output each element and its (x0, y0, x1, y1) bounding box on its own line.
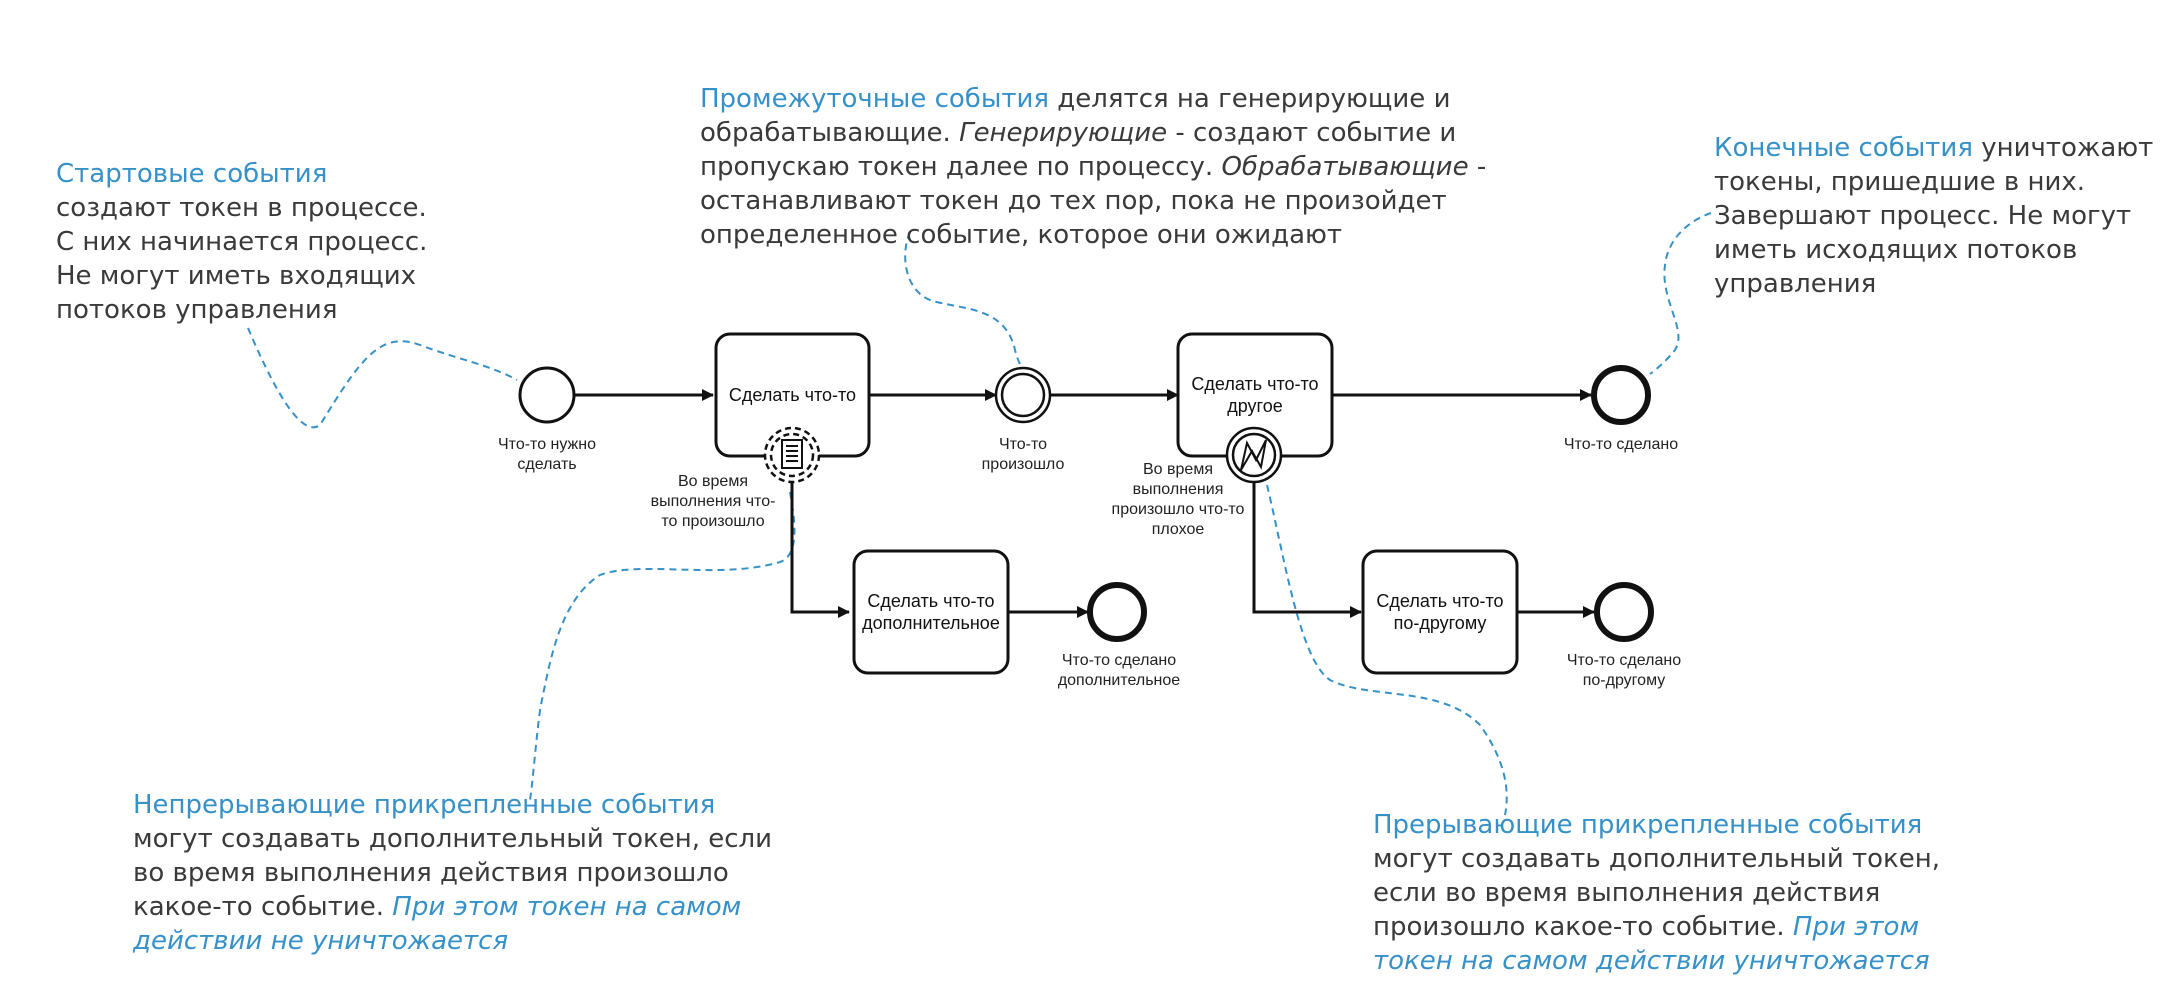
intermediate-event-label: Что-то произошло (981, 436, 1065, 473)
note-intermediate-text: определенное событие, которое они ожидаю… (700, 220, 1343, 250)
attached-event-interrupting[interactable] (1225, 426, 1283, 484)
end-event-2-label: Что-то сделано дополнительное (1057, 652, 1181, 689)
connector-end-note (1649, 212, 1712, 375)
task-1-label: Сделать что-то (728, 385, 857, 405)
note-intermediate-title: Промежуточные события (700, 84, 1050, 114)
note-noninterrupting-text: какое-то событие. (133, 892, 393, 922)
note-noninterrupting-text: во время выполнения действия произошло (133, 858, 729, 888)
note-intermediate-em: Обрабатывающие (1221, 152, 1469, 182)
note-intermediate-events: Промежуточные события делятся на генерир… (700, 82, 1520, 252)
note-intermediate-em: Генерирующие (959, 118, 1168, 148)
note-interrupting-events: Прерывающие прикрепленные события могут … (1373, 808, 2073, 978)
note-interrupting-em: При этом (1792, 912, 1920, 942)
note-interrupting-em: токен на самом действии уничтожается (1373, 946, 1930, 976)
task-4-label: Сделать что-то по-другому (1376, 591, 1504, 633)
note-end-text: управления (1714, 269, 1877, 299)
note-start-title: Стартовые события (56, 159, 328, 189)
note-noninterrupting-text: могут создавать дополнительный токен, ес… (133, 824, 773, 854)
note-start-line: создают токен в процессе. (56, 193, 427, 223)
start-event-label: Что-то нужно сделать (498, 436, 596, 473)
note-end-text: Завершают процесс. Не могут (1714, 201, 2132, 231)
intermediate-event[interactable] (994, 366, 1052, 424)
note-start-events: Стартовые события создают токен в процес… (56, 157, 476, 327)
error-icon (1240, 439, 1267, 471)
note-intermediate-text: - (1468, 152, 1487, 182)
document-icon (781, 439, 803, 469)
note-start-line: Не могут иметь входящих (56, 261, 417, 291)
note-intermediate-text: делятся на генерирующие и (1049, 84, 1451, 114)
note-end-events: Конечные события уничтожают токены, приш… (1714, 131, 2164, 301)
note-noninterrupting-em: действии не уничтожается (133, 926, 509, 956)
attached-event-2-label: Во время выполнения произошло что-то пло… (1111, 461, 1245, 538)
task-4[interactable] (1361, 549, 1519, 675)
end-event-3[interactable] (1594, 582, 1654, 642)
connector-noninterrupting-note (529, 491, 796, 801)
note-intermediate-text: - создают событие и (1167, 118, 1457, 148)
note-noninterrupting-events: Непрерывающие прикрепленные события могу… (133, 788, 833, 958)
flow-attached2-to-task4 (1252, 482, 1362, 618)
task-2-label: Сделать что-то другое (1191, 374, 1319, 416)
task-3[interactable] (852, 549, 1010, 675)
note-start-line: потоков управления (56, 295, 338, 325)
note-end-text: уничтожают (1972, 133, 2154, 163)
note-intermediate-text: останавливают токен до тех пор, пока не … (700, 186, 1447, 216)
note-noninterrupting-em: При этом токен на самом (392, 892, 742, 922)
end-event-3-label: Что-то сделано по-другому (1566, 652, 1682, 689)
connector-interrupting-note (1266, 484, 1508, 816)
connector-start-note (247, 327, 518, 429)
note-interrupting-text: могут создавать дополнительный токен, (1373, 844, 1940, 874)
attached-event-noninterrupting[interactable] (763, 426, 821, 484)
end-event-1[interactable] (1591, 365, 1651, 425)
note-end-text: иметь исходящих потоков (1714, 235, 2078, 265)
note-intermediate-text: обрабатывающие. (700, 118, 960, 148)
note-start-line: С них начинается процесс. (56, 227, 428, 257)
connector-intermediate-note (904, 231, 1025, 373)
end-event-1-label: Что-то сделано (1563, 436, 1679, 453)
task-3-label: Сделать что-то дополнительное (862, 591, 1000, 633)
note-end-title: Конечные события (1714, 133, 1973, 163)
note-end-text: токены, пришедшие в них. (1714, 167, 2086, 197)
start-event[interactable] (518, 366, 576, 424)
attached-event-1-label: Во время выполнения что-то произошло (650, 473, 776, 530)
end-event-2[interactable] (1087, 582, 1147, 642)
flow-attached1-to-task3 (790, 482, 850, 618)
note-interrupting-text: произошло какое-то событие. (1373, 912, 1793, 942)
note-interrupting-title: Прерывающие прикрепленные события (1373, 810, 1923, 840)
note-noninterrupting-title: Непрерывающие прикрепленные события (133, 790, 716, 820)
note-interrupting-text: если во время выполнения действия (1373, 878, 1881, 908)
note-intermediate-text: пропускаю токен далее по процессу. (700, 152, 1222, 182)
